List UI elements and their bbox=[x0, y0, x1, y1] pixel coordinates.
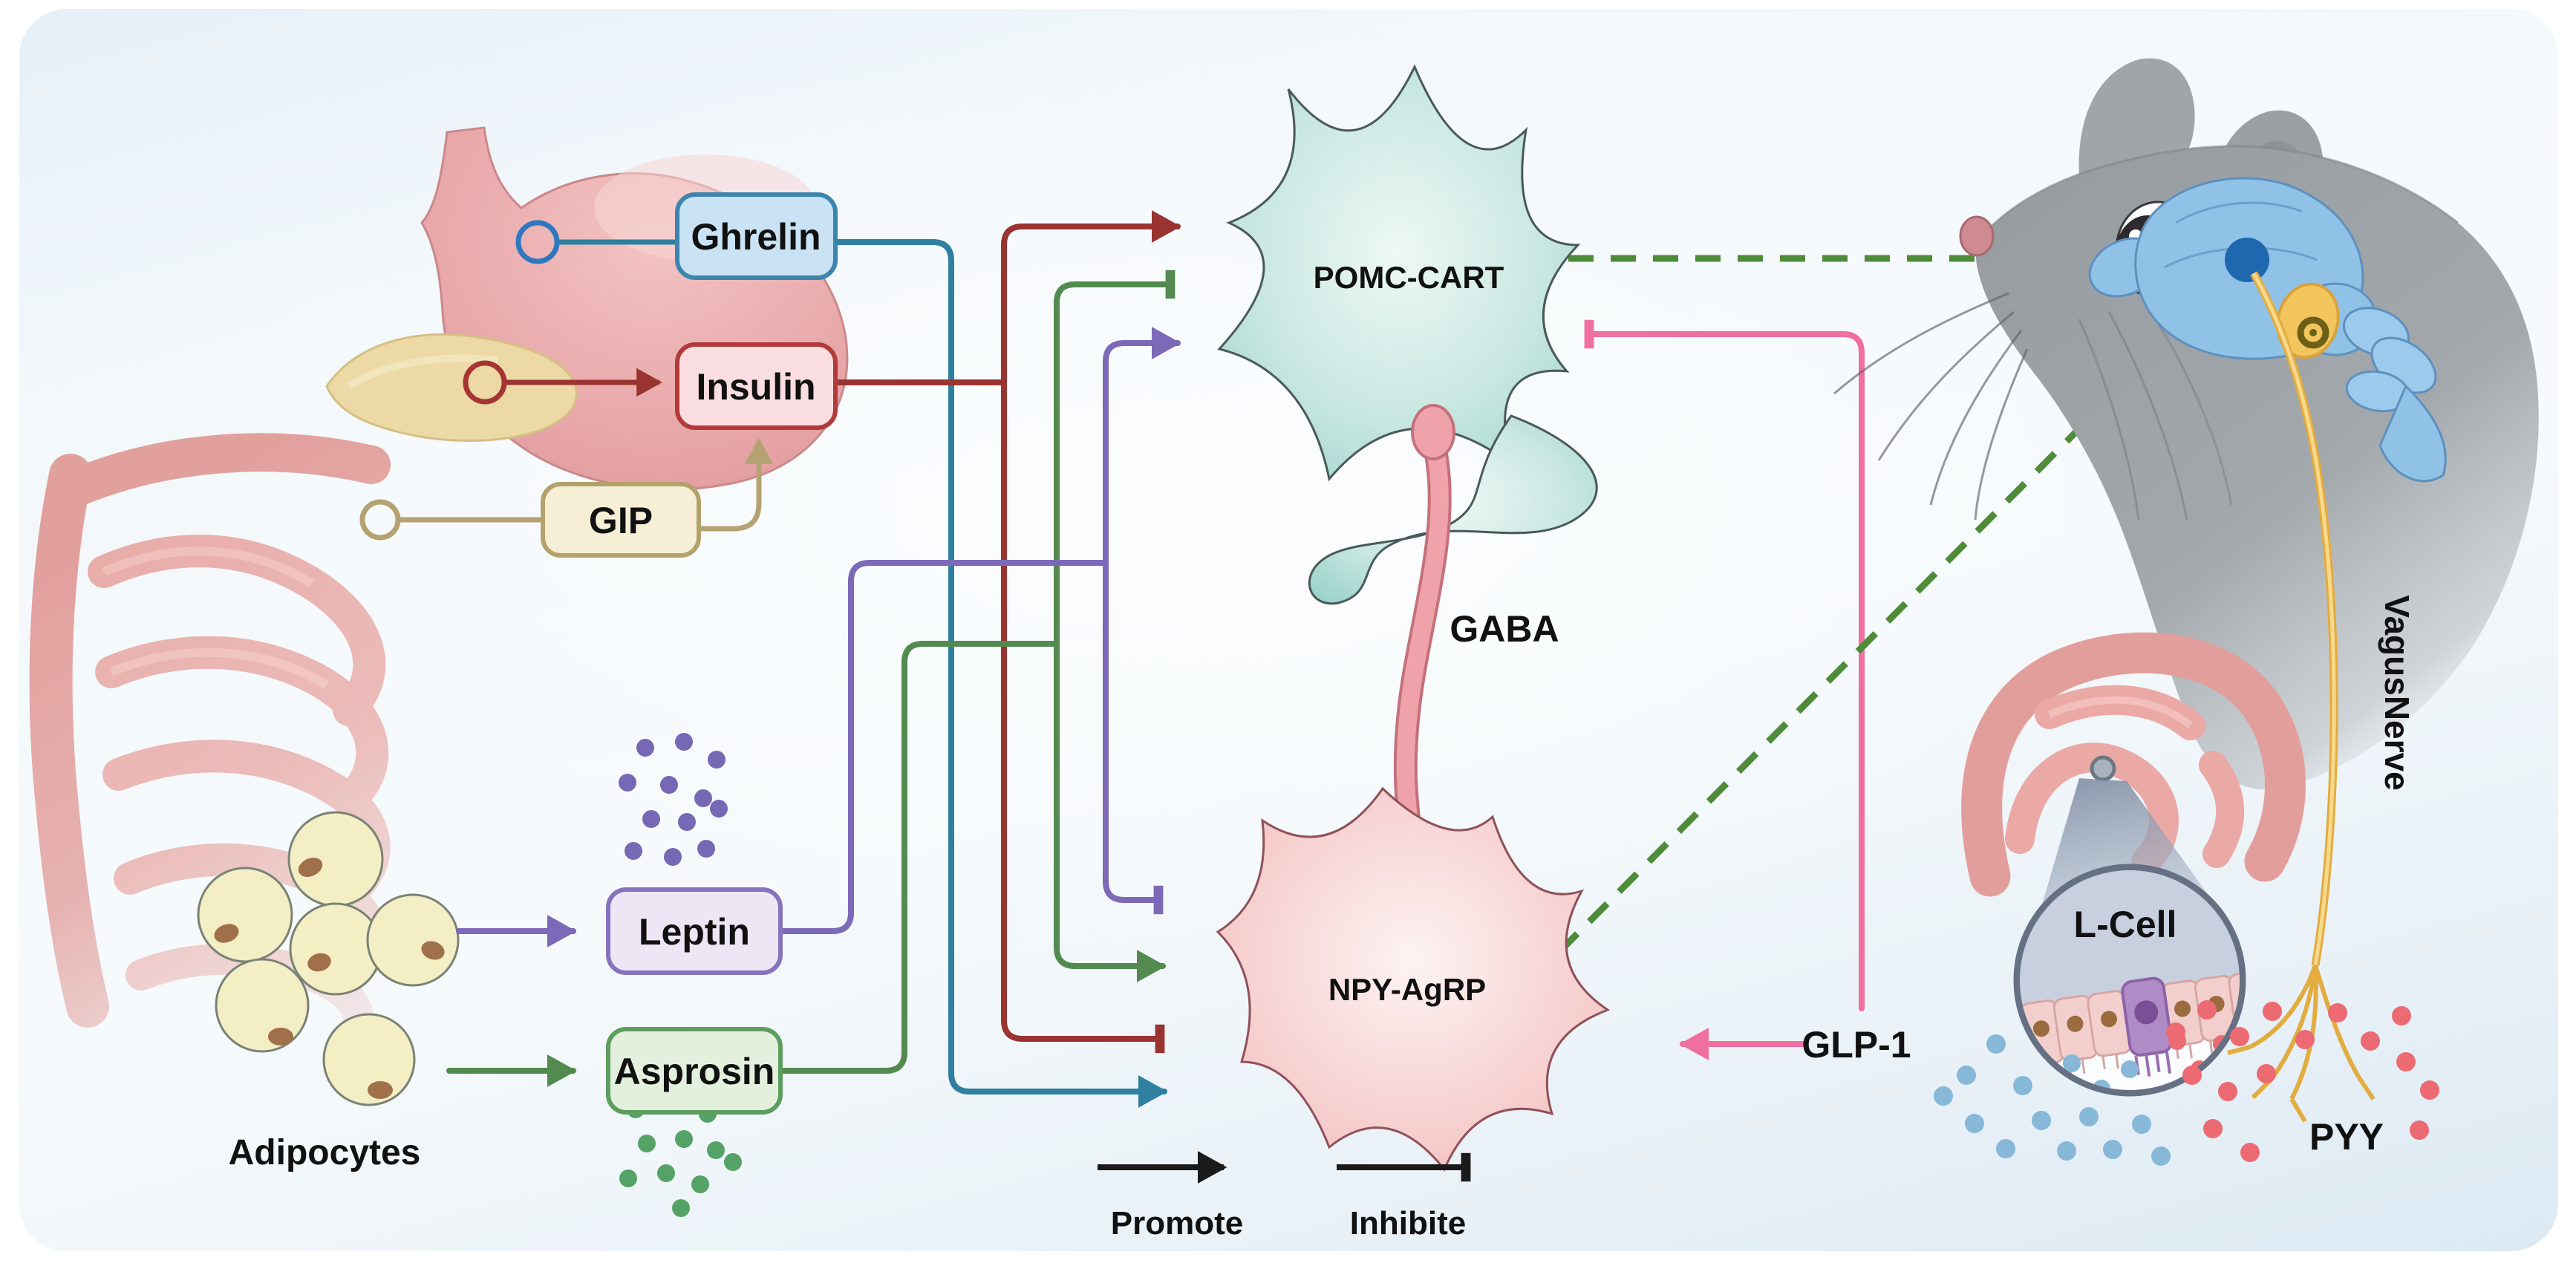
pomc-cart-label: POMC-CART bbox=[1314, 260, 1504, 295]
adipocytes-label: Adipocytes bbox=[229, 1133, 421, 1172]
lcell-magnifier bbox=[2013, 778, 2246, 1097]
vagal-dashed-lines bbox=[1521, 255, 2237, 991]
vagus-nerve-label: VagusNerve bbox=[2378, 595, 2416, 790]
ghrelin-to-npy-line bbox=[832, 239, 1168, 1108]
hormone-boxes: Ghrelin Insulin GIP Leptin Asprosin bbox=[541, 192, 838, 1115]
gaba-label: GABA bbox=[1450, 608, 1559, 650]
glp1-molecule-dots bbox=[1934, 1034, 2171, 1166]
legend: Promote Inhibite bbox=[1098, 1151, 1471, 1242]
asprosin-to-npy-line bbox=[1054, 641, 1167, 982]
mouse-head-shape bbox=[1975, 146, 2539, 790]
asprosin-box: Asprosin bbox=[606, 1027, 783, 1115]
nodose-ganglion bbox=[2276, 282, 2340, 359]
vagus-nerve-branches bbox=[2227, 964, 2376, 1123]
glp1-label: GLP-1 bbox=[1801, 1024, 1911, 1066]
intestine-callout-ring bbox=[359, 499, 401, 541]
intestine-right-illustration bbox=[1961, 632, 2306, 897]
pancreas-illustration bbox=[325, 333, 578, 442]
epithelial-cells bbox=[2020, 970, 2240, 1079]
asprosin-label: Asprosin bbox=[614, 1051, 775, 1092]
insulin-label: Insulin bbox=[696, 366, 815, 408]
pancreas-callout-ring bbox=[463, 360, 507, 405]
leptin-molecule-dots bbox=[619, 733, 728, 866]
promote-label: Promote bbox=[1111, 1205, 1243, 1242]
leptin-bus-line bbox=[777, 560, 1109, 934]
asprosin-bus-line bbox=[777, 641, 1060, 1074]
stomach-callout-ring bbox=[515, 220, 560, 264]
mouse-head-illustration bbox=[1833, 58, 2539, 790]
npy-neuron bbox=[1216, 786, 1611, 1172]
ghrelin-label: Ghrelin bbox=[691, 216, 821, 258]
inhibite-label: Inhibite bbox=[1350, 1205, 1466, 1242]
gip-label: GIP bbox=[589, 500, 653, 541]
gaba-axon bbox=[1393, 404, 1455, 879]
magnifier-source-dot bbox=[2090, 755, 2116, 782]
leptin-to-pomc-line bbox=[1103, 327, 1181, 566]
gip-box: GIP bbox=[541, 482, 701, 558]
hypothalamus-dot bbox=[2225, 238, 2269, 282]
insulin-box: Insulin bbox=[675, 342, 838, 430]
ghrelin-box: Ghrelin bbox=[675, 192, 838, 280]
npy-agrp-label: NPY-AgRP bbox=[1328, 972, 1486, 1007]
pomc-neuron bbox=[1217, 64, 1598, 605]
pyy-molecule-dots bbox=[2166, 1000, 2439, 1162]
leptin-box: Leptin bbox=[606, 887, 783, 975]
insulin-to-pomc-line bbox=[1001, 210, 1181, 385]
pathway-lines bbox=[446, 210, 1865, 1108]
glp1-to-pomc-line bbox=[1584, 319, 1865, 1011]
pyy-label: PYY bbox=[2309, 1116, 2384, 1158]
organ-callouts bbox=[359, 220, 774, 541]
leptin-label: Leptin bbox=[639, 911, 750, 953]
mouse-nose bbox=[1959, 215, 1995, 257]
lcell-label: L-Cell bbox=[2074, 904, 2177, 945]
leptin-to-npy-line bbox=[1103, 560, 1164, 915]
pomc-tentacle bbox=[1308, 414, 1598, 605]
asprosin-to-pomc-line bbox=[1054, 270, 1175, 647]
vagus-nerve-fiber bbox=[2227, 271, 2376, 1123]
insulin-to-npy-line bbox=[1001, 379, 1165, 1054]
gip-to-insulin-arrow bbox=[699, 438, 774, 532]
axon-bulb bbox=[1411, 404, 1455, 460]
adipocytes-illustration bbox=[197, 811, 460, 1106]
adipocyte-nuclei bbox=[214, 857, 445, 1099]
mouse-whiskers bbox=[1833, 292, 2233, 521]
